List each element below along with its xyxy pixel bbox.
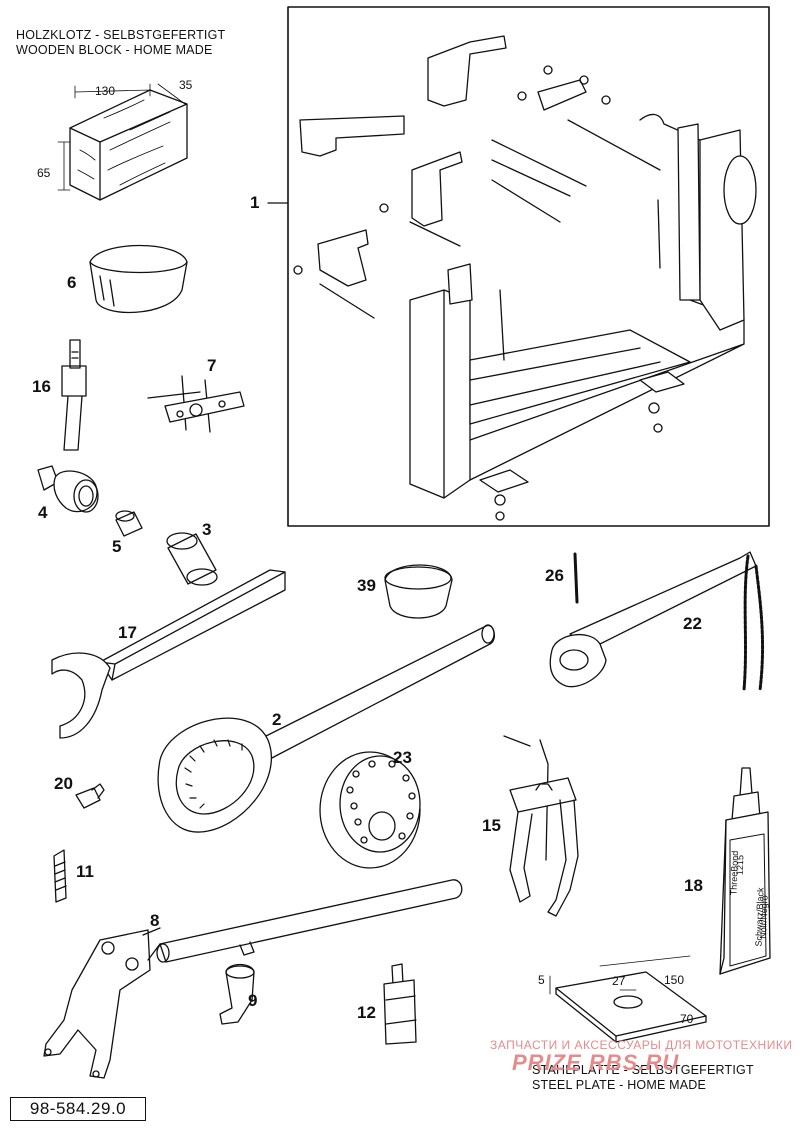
part-39-cup [384,564,453,619]
part-6-ring [89,244,188,314]
part-9-adapter [219,963,255,1025]
document-code: 98-584.29.0 [10,1097,146,1121]
part-26-pin [573,552,579,604]
part-number-23: 23 [393,748,412,767]
part-number-20: 20 [54,774,73,793]
part-number-5: 5 [112,537,122,556]
part-number-9: 9 [248,991,258,1010]
part-7-puller [147,375,245,433]
part-number-4: 4 [38,503,48,522]
caption-steel-plate-de: STAHLPLATTE - SELBSTGEFERTIGT [532,1063,754,1077]
part-number-6: 6 [67,273,77,292]
part-16-puller [61,339,87,451]
dim-plate-thickness: 5 [538,973,545,987]
watermark-text: ЗАПЧАСТИ И АКСЕССУАРЫ ДЛЯ МОТОТЕХНИКИ [490,1038,793,1052]
part-number-2: 2 [272,710,282,729]
steel-plate [549,955,707,1043]
caption-wooden-block-en: WOODEN BLOCK - HOME MADE [16,43,213,57]
watermark-logo: PRIZE RBS.RU [512,1050,680,1075]
part-15-puller [503,735,579,917]
item-1-frame [287,6,770,527]
part-number-16: 16 [32,377,51,396]
dim-plate-hole: 27 [612,974,626,988]
part-number-18: 18 [684,876,703,895]
part-number-12: 12 [357,1003,376,1022]
part-number-15: 15 [482,816,501,835]
part-2-holder [157,624,496,833]
tube-text-2: Noir/Negro [758,895,770,939]
part-number-8: 8 [150,911,160,930]
dim-plate-length: 150 [664,973,685,987]
part-17-fork [51,569,286,739]
part-number-26: 26 [545,566,564,585]
part-23-flywheel [319,751,421,869]
part-4-adapter [37,465,99,513]
part-number-3: 3 [202,520,212,539]
dim-plate-width: 70 [680,1012,694,1026]
part-number-11: 11 [76,862,94,881]
part-number-1: 1 [250,193,260,212]
part-1-engine-stand [293,35,757,521]
caption-wooden-block-de: HOLZKLOTZ - SELBSTGEFERTIGT [16,28,226,42]
part-number-39: 39 [357,576,376,595]
dim-block-length: 130 [95,84,116,98]
caption-steel-plate-en: STEEL PLATE - HOME MADE [532,1078,707,1092]
tube-number: 1215 [734,854,746,876]
dim-block-height: 65 [37,166,51,180]
part-11-insert [53,849,67,903]
part-18-tube [719,767,771,975]
part-5-sleeve [115,510,143,537]
part-20-bolt [75,783,105,809]
part-8-holder [43,879,463,1079]
part-number-7: 7 [207,356,217,375]
part-3-sleeve [166,532,218,586]
wooden-block [57,83,188,201]
part-22-chain-holder [549,551,765,692]
part-number-17: 17 [118,623,137,642]
dim-block-width: 35 [179,78,193,92]
part-12-bottle [383,963,417,1045]
part-number-22: 22 [683,614,702,633]
